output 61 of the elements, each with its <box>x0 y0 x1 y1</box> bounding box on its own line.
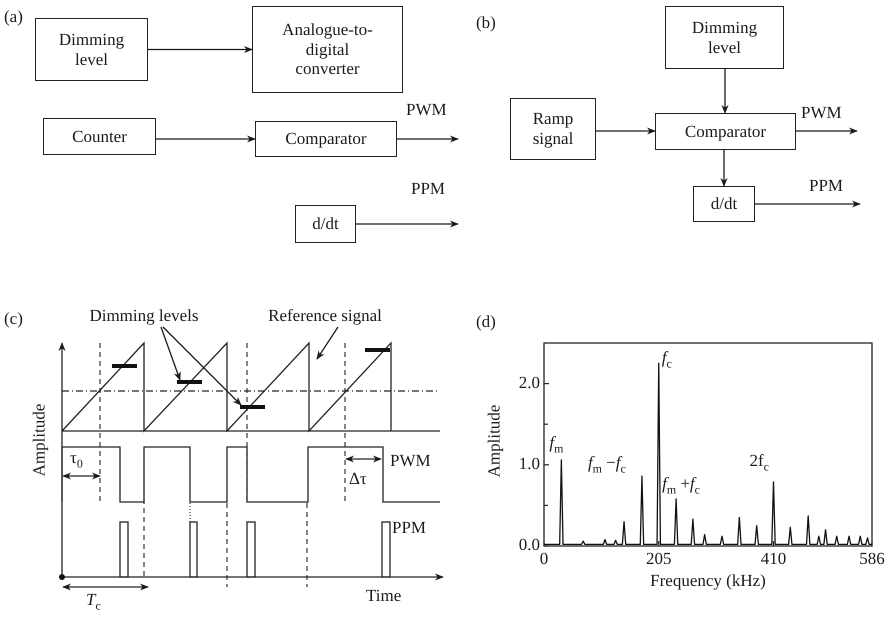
arrow <box>356 220 459 228</box>
tick-label: 410 <box>760 550 786 569</box>
box-label: d/dt <box>312 214 339 234</box>
arrow <box>148 46 253 54</box>
tick-label: 1.0 <box>518 454 540 474</box>
leader-arrow <box>160 326 181 381</box>
peak-label: 2f$_{c}$ <box>749 452 769 471</box>
leader-arrow <box>162 326 242 406</box>
axis-label: Frequency (kHz) <box>650 572 766 591</box>
signal-label: PPM <box>392 519 426 538</box>
box-label: Dimming level <box>58 30 126 70</box>
leader-arrow <box>316 326 339 360</box>
axis-label: Amplitude <box>30 404 50 476</box>
process-box <box>665 6 784 69</box>
box-label: Dimming level <box>690 18 758 58</box>
peak-label: f$_{c}$ <box>662 349 672 368</box>
panel-label: (b) <box>476 14 496 33</box>
peak-label: f$_{m}$ <box>549 434 564 453</box>
panel-label: (c) <box>4 310 23 329</box>
arrow <box>796 127 858 135</box>
arrow <box>721 69 729 114</box>
panel-label: (d) <box>476 313 496 332</box>
box-label: Counter <box>72 126 127 146</box>
dimming-level-bar <box>177 380 202 384</box>
process-box <box>510 98 596 160</box>
box-label: Analogue-to-digital converter <box>281 20 374 79</box>
box-label: Comparator <box>684 122 766 142</box>
tick-label: 205 <box>646 550 672 569</box>
panel-label: (a) <box>4 8 23 27</box>
dimension-label: T$_{c}$ <box>86 591 101 610</box>
callout-text: Reference signal <box>250 305 400 327</box>
arrow <box>755 200 861 208</box>
box-label: d/dt <box>710 194 738 214</box>
signal-label: PWM <box>390 452 431 471</box>
process-box <box>43 118 156 155</box>
dimming-level-bar <box>240 405 265 409</box>
tick-label: 0.0 <box>518 536 540 555</box>
peak-label: f$_{m}$ +f$_{c}$ <box>662 474 700 494</box>
process-box <box>693 186 755 222</box>
box-label: Comparator <box>285 129 367 149</box>
callout-text: Dimming levels <box>72 305 216 327</box>
arrow <box>596 127 656 135</box>
axis-label: Time <box>366 587 402 606</box>
arrow <box>720 150 728 187</box>
box-label: Ramp signal <box>532 109 574 149</box>
tick-label: 2.0 <box>518 374 540 392</box>
arrow <box>156 135 256 143</box>
arrow <box>397 135 459 143</box>
tick-label: 0 <box>540 550 548 569</box>
process-box <box>35 18 148 81</box>
process-box <box>295 205 356 243</box>
process-box <box>252 6 403 93</box>
dimension-label: τ$_{0}$ <box>70 449 83 468</box>
axis-label: Amplitude <box>486 404 504 477</box>
dimming-level-bar <box>112 364 137 368</box>
process-box <box>655 113 796 150</box>
dimming-level-bar <box>365 348 390 352</box>
tick-label: 586 <box>859 550 885 569</box>
dimension-label: Δτ <box>349 470 367 489</box>
peak-label: f$_{m}$ −f$_{c}$ <box>588 454 626 473</box>
process-box <box>255 121 397 157</box>
